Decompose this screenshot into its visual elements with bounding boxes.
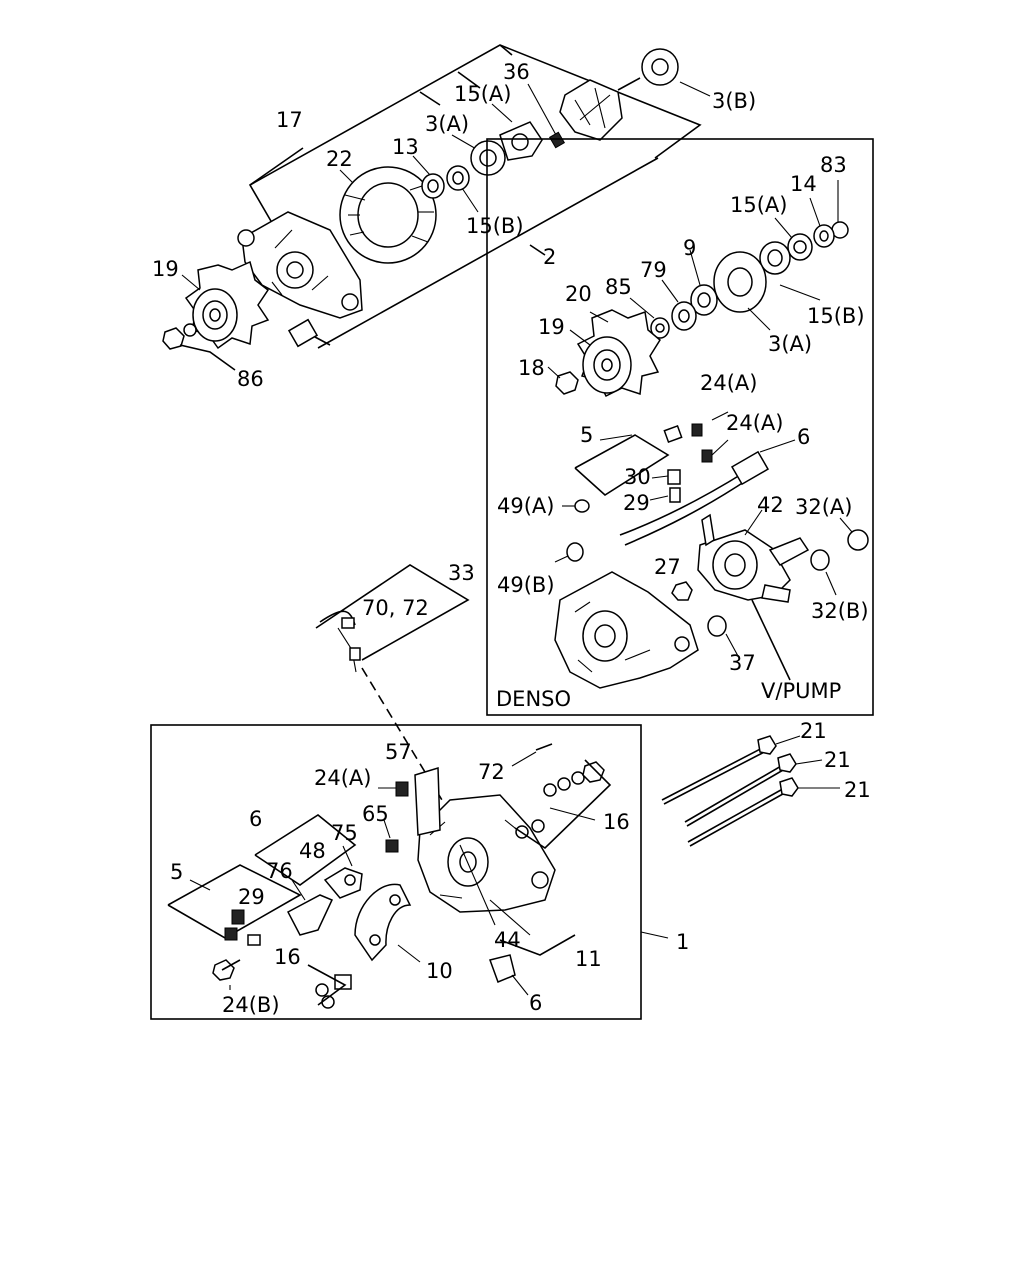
- label-32a: 32(A): [795, 495, 852, 519]
- label-16-right: 16: [603, 810, 630, 834]
- label-37: 37: [729, 651, 756, 675]
- label-21c: 21: [844, 778, 871, 802]
- label-2: 2: [543, 245, 556, 269]
- denso-group-box: [486, 138, 874, 716]
- label-3a-box: 3(A): [768, 332, 812, 356]
- label-29-box: 29: [623, 491, 650, 515]
- lower-assembly: [167, 743, 612, 1009]
- label-48: 48: [299, 839, 326, 863]
- label-20: 20: [565, 282, 592, 306]
- label-24a-1: 24(A): [700, 371, 757, 395]
- vpump-title: V/PUMP: [761, 679, 841, 703]
- label-30: 30: [624, 465, 651, 489]
- lower-group-box: [150, 724, 642, 1020]
- label-15b-top: 15(B): [466, 214, 524, 238]
- denso-assembly: [547, 180, 869, 689]
- label-72: 72: [478, 760, 505, 784]
- label-9: 9: [683, 236, 696, 260]
- label-36: 36: [503, 60, 530, 84]
- label-27: 27: [654, 555, 681, 579]
- label-17: 17: [276, 108, 303, 132]
- label-14: 14: [790, 172, 817, 196]
- label-33: 33: [448, 561, 475, 585]
- label-1: 1: [676, 930, 689, 954]
- through-bolts-21: [661, 735, 840, 847]
- label-75: 75: [331, 821, 358, 845]
- label-6-low: 6: [249, 807, 262, 831]
- label-70-72: 70, 72: [362, 596, 429, 620]
- label-15a-top: 15(A): [454, 82, 511, 106]
- label-85: 85: [605, 275, 632, 299]
- pulley-fan-icon: [184, 260, 270, 350]
- label-19-box: 19: [538, 315, 565, 339]
- label-18: 18: [518, 356, 545, 380]
- denso-title: DENSO: [496, 687, 571, 711]
- label-86: 86: [237, 367, 264, 391]
- label-3a-top: 3(A): [425, 112, 469, 136]
- label-57: 57: [385, 740, 412, 764]
- label-13: 13: [392, 135, 419, 159]
- label-42: 42: [757, 493, 784, 517]
- label-49b: 49(B): [497, 573, 555, 597]
- label-19-left: 19: [152, 257, 179, 281]
- vacuum-pump-icon: [697, 513, 810, 603]
- label-10: 10: [426, 959, 453, 983]
- label-79: 79: [640, 258, 667, 282]
- label-24a-2: 24(A): [726, 411, 783, 435]
- label-11: 11: [575, 947, 602, 971]
- label-22: 22: [326, 147, 353, 171]
- label-83: 83: [820, 153, 847, 177]
- label-15a-box: 15(A): [730, 193, 787, 217]
- label-3b: 3(B): [712, 89, 756, 113]
- pulley-fan-icon: [576, 309, 661, 398]
- label-24a-low: 24(A): [314, 766, 371, 790]
- label-65: 65: [362, 802, 389, 826]
- label-44: 44: [494, 928, 521, 952]
- label-15b-box: 15(B): [807, 304, 865, 328]
- label-21b: 21: [824, 748, 851, 772]
- label-16-low: 16: [274, 945, 301, 969]
- cable-33: [315, 564, 470, 811]
- upper-assembly: [162, 44, 711, 371]
- label-24b: 24(B): [222, 993, 280, 1017]
- label-5-low: 5: [170, 860, 183, 884]
- label-6-box: 6: [797, 425, 810, 449]
- label-6-bottom: 6: [529, 991, 542, 1015]
- label-21a: 21: [800, 719, 827, 743]
- part-number-labels: 17 36 3(B) 15(A) 3(A) 13 22 15(B) 2 19 8…: [152, 60, 871, 1017]
- label-49a: 49(A): [497, 494, 554, 518]
- label-32b: 32(B): [811, 599, 869, 623]
- label-29-low: 29: [238, 885, 265, 909]
- label-5-box: 5: [580, 423, 593, 447]
- label-76: 76: [266, 859, 293, 883]
